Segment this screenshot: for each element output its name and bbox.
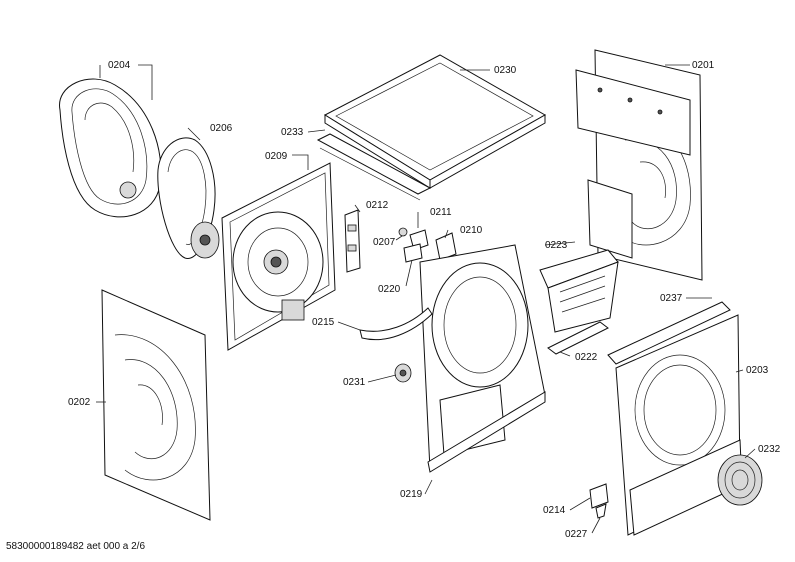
part-0222-seal[interactable]: [547, 321, 609, 355]
label-0227: 0227: [565, 529, 588, 540]
label-0209: 0209: [265, 151, 288, 162]
part-0202-side-panel[interactable]: [101, 289, 211, 521]
label-0237: 0237: [660, 293, 683, 304]
label-0204: 0204: [108, 60, 131, 71]
part-0232-grille[interactable]: [717, 454, 763, 506]
part-0203-front-panel[interactable]: [615, 314, 743, 536]
label-0212: 0212: [366, 200, 389, 211]
label-0206: 0206: [210, 123, 233, 134]
label-0219: 0219: [400, 489, 423, 500]
part-0230-top-cover[interactable]: [323, 54, 547, 189]
label-0215: 0215: [312, 317, 335, 328]
part-0209-rear-panel[interactable]: [221, 162, 336, 351]
label-0220: 0220: [378, 284, 401, 295]
document-reference: 58300000189482 aet 000 a 2/6: [6, 541, 146, 552]
part-0223-filter[interactable]: [539, 249, 619, 333]
label-0233: 0233: [281, 127, 304, 138]
label-0214: 0214: [543, 505, 566, 516]
label-0223: 0223: [545, 240, 568, 251]
part-0227-pin[interactable]: [595, 503, 607, 519]
label-0222: 0222: [575, 352, 598, 363]
part-labels: 0204 0206 0230 0233 0209 0201 0212 0211 …: [68, 60, 781, 540]
part-0215-rail[interactable]: [359, 307, 433, 341]
label-0202: 0202: [68, 397, 91, 408]
part-0206-gasket[interactable]: [157, 137, 220, 259]
part-0204-door-gasket[interactable]: [59, 78, 162, 218]
label-0232: 0232: [758, 444, 781, 455]
label-0210: 0210: [460, 225, 483, 236]
label-0230: 0230: [494, 65, 517, 76]
leader-lines: [96, 64, 756, 534]
label-0201: 0201: [692, 60, 715, 71]
part-0219-frame[interactable]: [419, 244, 546, 473]
part-0207-screw[interactable]: [398, 227, 408, 237]
label-0203: 0203: [746, 365, 769, 376]
label-0231: 0231: [343, 377, 366, 388]
part-0201-side-panel[interactable]: [575, 49, 703, 281]
part-0210-sensor[interactable]: [435, 232, 457, 261]
part-0220-connector[interactable]: [403, 243, 423, 263]
part-0231-knob[interactable]: [394, 363, 412, 383]
part-0214-latch[interactable]: [589, 483, 609, 509]
label-0207: 0207: [373, 237, 396, 248]
part-0237-trim[interactable]: [607, 301, 731, 365]
label-0211: 0211: [430, 207, 452, 218]
part-0212-bracket[interactable]: [344, 209, 361, 273]
part-0233-panel[interactable]: [316, 133, 432, 201]
